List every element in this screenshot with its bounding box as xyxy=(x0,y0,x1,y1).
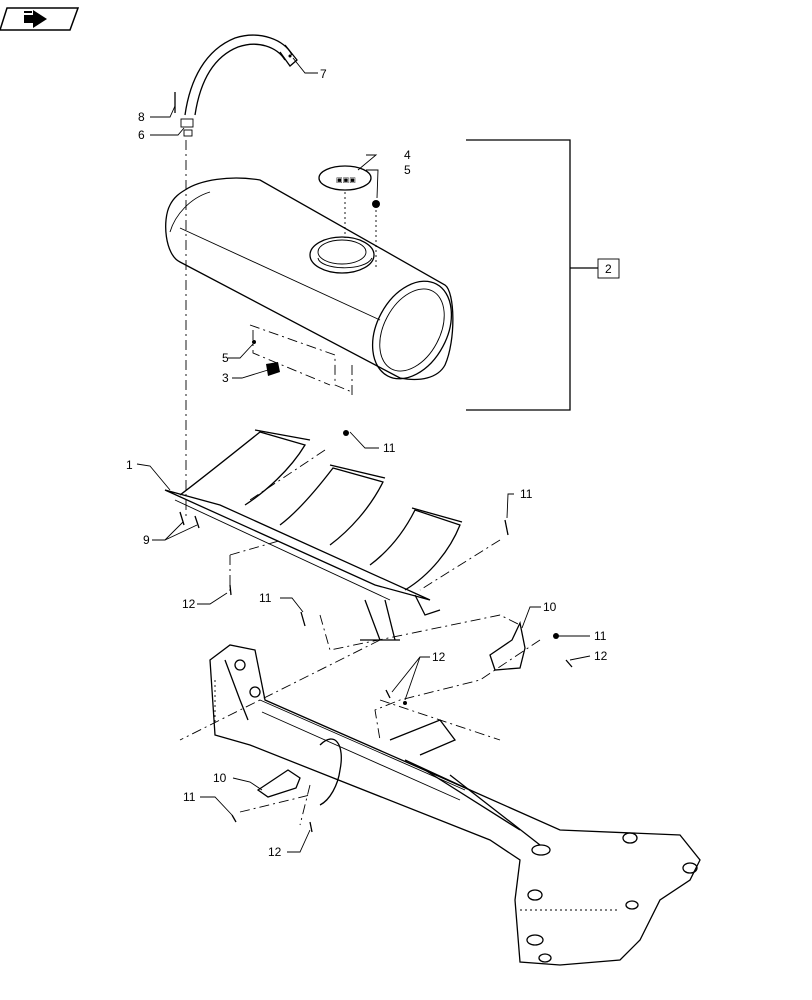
callout-4: 4 xyxy=(404,148,411,162)
callout-5-top: 5 xyxy=(404,163,411,177)
bracket-10-left xyxy=(256,769,301,798)
svg-text:▣▣▣: ▣▣▣ xyxy=(336,177,356,184)
item-2-box xyxy=(597,258,620,279)
callout-2: 2 xyxy=(605,262,612,276)
install-dashed-lines xyxy=(179,449,541,826)
callout-10-a: 10 xyxy=(543,600,557,614)
callout-11-a: 11 xyxy=(383,441,396,455)
callout-11-b: 11 xyxy=(520,487,533,501)
callout-5-bottom: 5 xyxy=(222,351,229,365)
callout-1: 1 xyxy=(126,458,133,472)
assembly-bracket xyxy=(466,139,598,411)
fasteners-9 xyxy=(179,511,200,529)
callout-11-d: 11 xyxy=(594,629,607,643)
callout-10-b: 10 xyxy=(213,771,227,785)
callout-3: 3 xyxy=(222,371,229,385)
callout-7: 7 xyxy=(320,67,327,81)
callout-11-e: 11 xyxy=(183,790,196,804)
frame xyxy=(209,644,701,966)
callout-11-c: 11 xyxy=(259,591,272,605)
bracket-10-right xyxy=(489,620,526,671)
callout-9: 9 xyxy=(143,533,150,547)
strap-part xyxy=(174,34,298,137)
callout-12-b: 12 xyxy=(594,649,608,663)
tank: ▣▣▣ xyxy=(165,165,454,381)
arrow-right-icon[interactable] xyxy=(0,7,80,31)
callout-8: 8 xyxy=(138,110,145,124)
leader-lines xyxy=(136,57,591,853)
tank-bottom-dashed xyxy=(249,324,353,395)
callout-12-d: 12 xyxy=(268,845,282,859)
callout-12-a: 12 xyxy=(182,597,196,611)
bolts xyxy=(229,430,573,833)
cradle-part xyxy=(164,429,463,641)
callout-12-c: 12 xyxy=(432,650,446,664)
callout-6: 6 xyxy=(138,128,145,142)
